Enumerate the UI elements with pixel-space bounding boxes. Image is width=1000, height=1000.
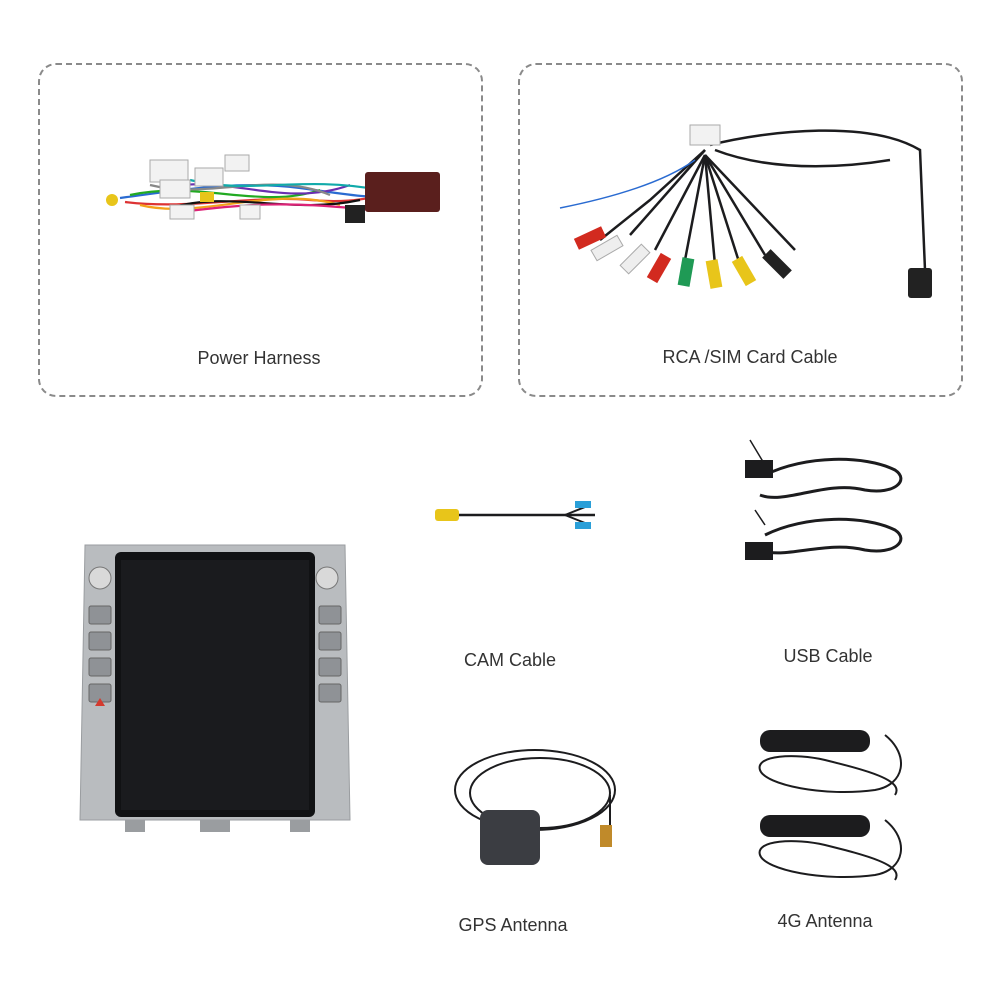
usb-cable-label: USB Cable: [783, 646, 873, 666]
volume-knob-icon[interactable]: [88, 566, 112, 590]
hazard-icon[interactable]: [95, 698, 105, 706]
4g-antenna-label: 4G Antenna: [777, 911, 873, 931]
gps-antenna-label: GPS Antenna: [458, 915, 568, 935]
rca-sim-cable-label: RCA /SIM Card Cable: [662, 347, 838, 367]
usb-cable-image: [745, 439, 903, 560]
rca-sim-cable-panel: [518, 63, 963, 397]
cam-cable-image: [435, 501, 595, 529]
head-unit-image: [79, 544, 351, 832]
power-harness-panel: [38, 63, 483, 397]
power-harness-label: Power Harness: [197, 348, 321, 368]
cam-cable-label: CAM Cable: [463, 650, 557, 670]
power-harness-image: [106, 154, 440, 223]
4g-antenna-image: [758, 730, 902, 881]
gps-antenna-image: [454, 749, 616, 865]
rca-sim-cable-image: [559, 124, 932, 298]
